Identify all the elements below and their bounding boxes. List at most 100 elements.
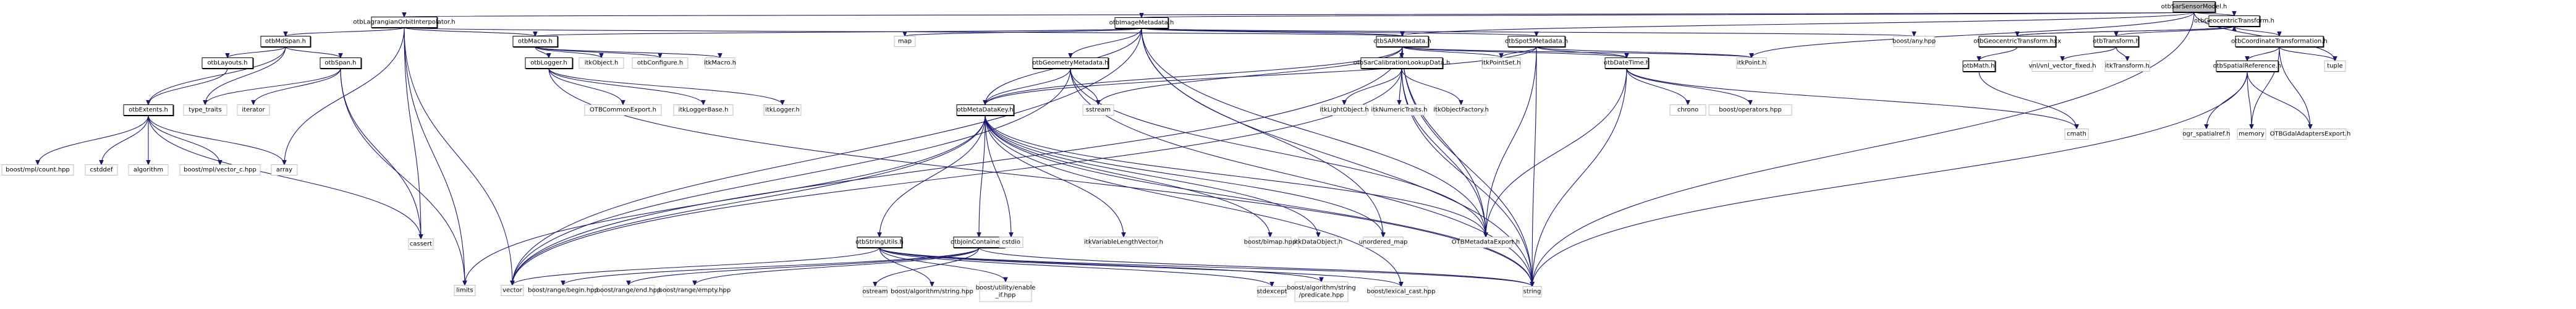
- edge-metakey-to-umap: [985, 115, 1384, 237]
- node-box: [2274, 129, 2347, 140]
- edge-mdspan-to-extents: [148, 46, 286, 105]
- arrowhead-icon: [1397, 100, 1402, 106]
- node-label: _if.hpp: [995, 292, 1016, 299]
- node-imgmeta[interactable]: otbImageMetadata.h: [1109, 17, 1174, 29]
- edge-datetime-to-chrono: [1626, 68, 1688, 105]
- node-spot5[interactable]: otbSpot5Metadata.h: [1505, 36, 1568, 48]
- node-box: [1893, 36, 1935, 47]
- edge-metakey-to-string: [985, 115, 1533, 287]
- arrowhead-icon: [1483, 232, 1488, 238]
- arrowhead-icon: [2114, 32, 2119, 37]
- edge-datetime-to-operators: [1626, 68, 1751, 105]
- node-label: algorithm: [133, 167, 163, 174]
- node-box: [2235, 36, 2324, 47]
- arrowhead-icon: [561, 281, 566, 286]
- node-otbmath[interactable]: otbMath.h: [1962, 61, 1996, 72]
- node-label: otbGeocentricTransform.hxx: [1973, 38, 2061, 45]
- node-joincont[interactable]: otbJoinContainer.h: [951, 237, 1007, 248]
- edge-imgmeta-to-map: [904, 27, 1142, 37]
- node-lagrange[interactable]: otbLagrangianOrbitInterpolator.h: [353, 17, 455, 28]
- node-root[interactable]: otbSarSensorModel.h: [2161, 1, 2227, 13]
- node-memory: memory: [2237, 129, 2266, 140]
- node-map: map: [894, 36, 916, 47]
- node-datetime[interactable]: otbDateTime.h: [1604, 57, 1650, 69]
- edge-root-to-imgmeta: [1141, 11, 2195, 19]
- node-label: otbSpan.h: [324, 60, 356, 67]
- arrowhead-icon: [282, 160, 287, 166]
- node-sarcalib[interactable]: otbSarCalibrationLookupData.h: [1354, 57, 1451, 69]
- node-label: itkLoggerBase.h: [679, 107, 729, 114]
- edge-mdspan-to-layouts: [227, 46, 286, 59]
- arrowhead-icon: [1342, 100, 1347, 106]
- edge-spot5-to-itkpointset: [1501, 46, 1537, 58]
- arrowhead-icon: [1530, 282, 1535, 287]
- node-label: otbSpatialReference.h: [2213, 63, 2282, 70]
- node-gdalexport: OTBGdalAdaptersExport.h: [2270, 129, 2350, 140]
- node-sarmeta[interactable]: otbSARMetadata.h: [1373, 36, 1431, 48]
- node-box: [320, 57, 362, 69]
- node-spatialref[interactable]: otbSpatialReference.h: [2213, 61, 2282, 72]
- node-box: [1294, 281, 1349, 302]
- edge-coordtr-to-memory: [2251, 46, 2280, 129]
- node-label: otbJoinContainer.h: [951, 239, 1007, 246]
- node-label: otbDateTime.h: [1604, 60, 1650, 67]
- node-box: [512, 36, 558, 47]
- edge-geommeta-to-sstream: [1070, 68, 1099, 105]
- arrowhead-icon: [877, 232, 882, 238]
- node-box: [1708, 104, 1792, 116]
- node-box: [408, 239, 434, 250]
- node-span[interactable]: otbSpan.h: [320, 57, 362, 69]
- node-layouts[interactable]: otbLayouts.h: [201, 57, 254, 69]
- node-label: itkLightObject.h: [1320, 107, 1369, 114]
- node-geotr[interactable]: otbGeocentricTransform.h: [2194, 15, 2274, 27]
- node-label: boost/any.hpp: [1892, 38, 1936, 45]
- arrowhead-icon: [692, 281, 697, 286]
- arrowhead-icon: [203, 100, 208, 106]
- node-itkobject: itkObject.h: [578, 57, 624, 69]
- node-macro[interactable]: otbMacro.h: [512, 36, 559, 48]
- node-metakey[interactable]: otbMetaDataKey.h: [956, 104, 1015, 116]
- node-strutils[interactable]: otbStringUtils.h: [855, 237, 904, 248]
- edge-lagrange-to-mdspan: [285, 27, 405, 37]
- node-box: [2064, 129, 2089, 140]
- node-logger[interactable]: otbLogger.h: [525, 57, 574, 69]
- node-coordtr[interactable]: otbCoordinateTransformation.h: [2231, 36, 2328, 48]
- edge-macro-to-configure: [535, 46, 661, 59]
- edge-sarcalib-to-vector: [512, 68, 1402, 286]
- node-box: [999, 237, 1023, 248]
- node-mdspan[interactable]: otbMdSpan.h: [260, 36, 311, 48]
- node-operators: boost/operators.hpp: [1708, 104, 1792, 116]
- node-box: [2172, 1, 2216, 12]
- node-lexcast: boost/lexical_cast.hpp: [1367, 286, 1435, 297]
- node-geotrhxx[interactable]: otbGeocentricTransform.hxx: [1973, 36, 2061, 48]
- node-box: [2104, 61, 2150, 72]
- node-label: OTBCommonExport.h: [590, 107, 656, 114]
- node-stdexcept: stdexcept: [1256, 286, 1287, 297]
- edge-mdspan-to-span: [285, 46, 341, 59]
- arrowhead-icon: [2015, 32, 2020, 37]
- node-transform[interactable]: otbTransform.h: [2093, 36, 2140, 48]
- node-box: [979, 281, 1032, 302]
- node-itklogger: itkLogger.h: [763, 104, 802, 116]
- node-label: otbSpot5Metadata.h: [1505, 38, 1568, 45]
- arrowhead-icon: [35, 160, 40, 166]
- node-geommeta[interactable]: otbGeometryMetadata.h: [1032, 57, 1109, 69]
- node-label: chrono: [1677, 107, 1698, 114]
- node-algstring: boost/algorithm/string.hpp: [891, 286, 973, 297]
- arrowhead-icon: [1749, 53, 1754, 59]
- node-box: [1459, 237, 1512, 248]
- node-configure: otbConfigure.h: [632, 57, 688, 69]
- arrowhead-icon: [2232, 25, 2237, 31]
- node-label: otbConfigure.h: [637, 60, 683, 67]
- node-label: otbSarCalibrationLookupData.h: [1354, 60, 1451, 67]
- arrowhead-icon: [930, 282, 934, 287]
- node-box: [1436, 104, 1486, 116]
- edge-extents-to-mplcount: [37, 115, 149, 165]
- arrowhead-icon: [2232, 11, 2237, 17]
- arrowhead-icon: [2074, 124, 2079, 130]
- node-vnlfixed: vnl/vnl_vector_fixed.h: [2028, 61, 2096, 72]
- node-extents[interactable]: otbExtents.h: [123, 104, 174, 116]
- edge-sarmeta-to-itkpointset: [1402, 46, 1502, 59]
- arrowhead-icon: [2204, 124, 2209, 130]
